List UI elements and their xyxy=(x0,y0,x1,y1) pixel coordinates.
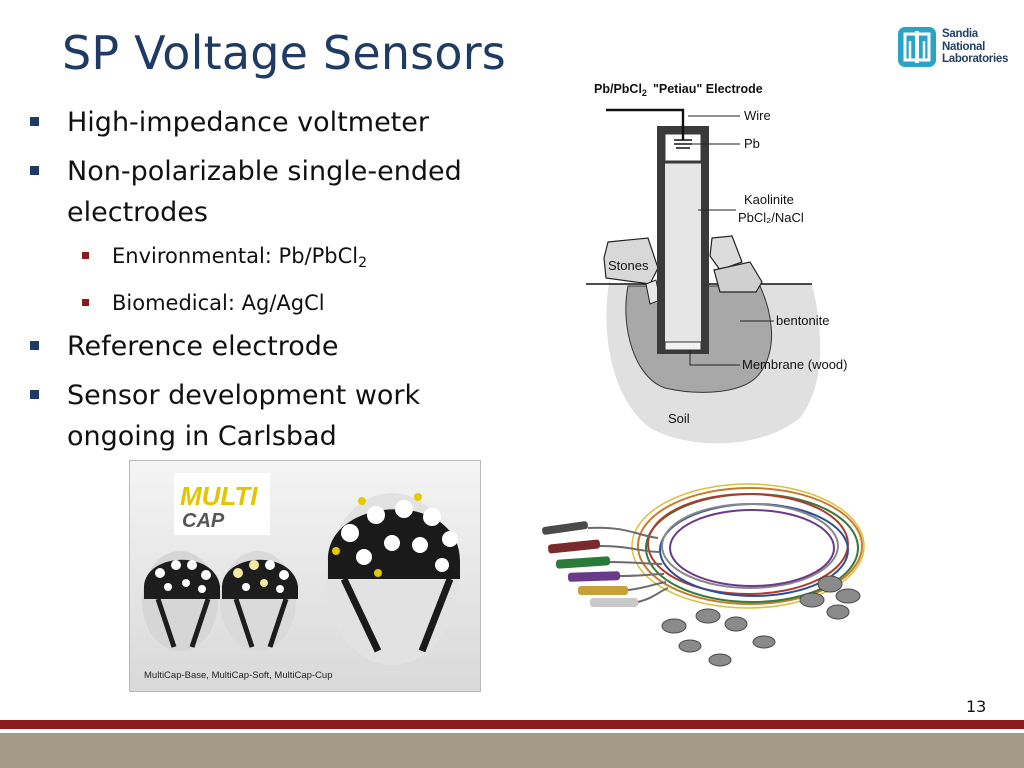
cap-electrode-hole xyxy=(242,583,250,591)
cap-electrode-hole xyxy=(233,568,243,578)
label-pb: Pb xyxy=(744,136,760,151)
multicap-logo-line2: CAP xyxy=(182,510,225,532)
wire-coil xyxy=(647,493,849,595)
sandia-thunderbird-icon xyxy=(898,27,936,67)
sub-bullet-item: Environmental: Pb/PbCl2 xyxy=(30,243,510,276)
bullet-text: Non-polarizable single-ended electrodes xyxy=(67,156,462,228)
cap-chin-strap xyxy=(155,598,211,648)
cap-electrode-hole xyxy=(356,549,372,565)
electrode-fill xyxy=(665,134,701,346)
square-bullet-icon xyxy=(30,117,39,126)
bullet-item: Non-polarizable single-ended electrodes xyxy=(30,151,510,233)
cap-electrode-clip xyxy=(374,569,382,577)
square-bullet-icon xyxy=(30,166,39,175)
cap-electrode-hole xyxy=(412,537,428,553)
cap-electrode-hole xyxy=(341,524,359,542)
label-membrane: Membrane (wood) xyxy=(742,357,848,372)
sub-bullet-item: Biomedical: Ag/AgCl xyxy=(30,290,510,316)
sub-bullet-text: Environmental: Pb/PbCl xyxy=(112,244,359,268)
multicap-photo: MULTI CAP xyxy=(129,460,481,692)
page-number: 13 xyxy=(966,697,987,716)
cap-electrode-hole xyxy=(249,560,259,570)
cap-electrode-hole xyxy=(187,560,197,570)
wire-line xyxy=(606,108,685,140)
cap-electrode-hole xyxy=(265,560,275,570)
pb-coil xyxy=(674,139,692,149)
square-bullet-icon xyxy=(30,341,39,350)
multicap-logo-line1: MULTI xyxy=(180,481,258,511)
sub-bullet-text: Biomedical: Ag/AgCl xyxy=(112,291,325,315)
cap-electrode-hole xyxy=(198,585,206,593)
slide-title: SP Voltage Sensors xyxy=(62,26,506,80)
cap-electrode-hole xyxy=(395,500,413,518)
bullet-text: Reference electrode xyxy=(67,331,339,362)
wood-membrane xyxy=(664,341,702,351)
diagram-title: Pb/PbCl2"Petiau" Electrode xyxy=(594,82,763,98)
connector-wires xyxy=(587,526,669,603)
cap-electrode-hole xyxy=(442,531,458,547)
label-kaolinite: Kaolinite xyxy=(744,192,794,207)
square-sub-bullet-icon xyxy=(82,252,89,259)
cap-electrode-hole xyxy=(423,508,441,526)
connector-plugs xyxy=(542,521,638,607)
cap-electrode-hole xyxy=(435,558,449,572)
logo-line-2: National xyxy=(942,40,985,53)
multicap-caption: MultiCap-Base, MultiCap-Soft, MultiCap-C… xyxy=(144,670,333,681)
label-soil: Soil xyxy=(668,411,690,426)
bullet-list: High-impedance voltmeter Non-polarizable… xyxy=(30,102,510,465)
bullet-item: High-impedance voltmeter xyxy=(30,102,510,143)
cap-electrode-hole xyxy=(182,579,190,587)
square-sub-bullet-icon xyxy=(82,299,89,306)
logo-line-1: Sandia xyxy=(942,28,978,40)
cap-electrode-hole xyxy=(279,570,289,580)
cup-electrodes xyxy=(661,575,861,667)
stone-right-bottom xyxy=(713,261,763,293)
petiau-electrode-diagram: Pb/PbCl2"Petiau" Electrode xyxy=(580,78,880,450)
label-wire: Wire xyxy=(744,108,771,123)
cap-electrode-hole xyxy=(164,583,172,591)
cap-electrode-hole xyxy=(171,560,181,570)
bullet-item: Sensor development work ongoing in Carls… xyxy=(30,375,510,457)
cap-chin-strap xyxy=(340,577,454,653)
wire-coil xyxy=(661,503,839,589)
footer-red-bar xyxy=(0,720,1024,729)
cap-chin-strap xyxy=(233,598,289,648)
bullet-item: Reference electrode xyxy=(30,326,510,367)
wire-coil xyxy=(637,487,863,605)
square-bullet-icon xyxy=(30,390,39,399)
cap-electrode-hole xyxy=(384,535,400,551)
cap-electrode-clip xyxy=(414,493,422,501)
sandia-logo-text: Sandia National Laboratories xyxy=(942,28,1008,66)
wire-coil xyxy=(669,509,835,587)
label-pbcl-nacl: PbCl₂/NaCl xyxy=(738,210,804,225)
multicap-logo-box xyxy=(174,473,270,535)
cap-electrode-hole xyxy=(276,585,284,593)
cap-electrode-hole xyxy=(155,568,165,578)
bullet-text: Sensor development work ongoing in Carls… xyxy=(67,380,421,452)
wire-coil xyxy=(631,483,865,609)
cap-electrode-hole xyxy=(367,506,385,524)
sandia-logo: Sandia National Laboratories xyxy=(898,27,1008,69)
logo-line-3: Laboratories xyxy=(942,53,1009,65)
label-stones: Stones xyxy=(608,258,649,273)
bullet-text: High-impedance voltmeter xyxy=(67,107,429,138)
label-bentonite: bentonite xyxy=(776,313,830,328)
electrode-leads-photo xyxy=(538,466,878,676)
cap-electrode-clip xyxy=(332,547,340,555)
cap-electrode-hole xyxy=(201,570,211,580)
footer-tan-bar xyxy=(0,733,1024,768)
cap-electrode-clip xyxy=(358,497,366,505)
leader-membrane xyxy=(689,350,740,366)
cap-electrode-hole xyxy=(260,579,268,587)
subscript: 2 xyxy=(358,255,368,271)
